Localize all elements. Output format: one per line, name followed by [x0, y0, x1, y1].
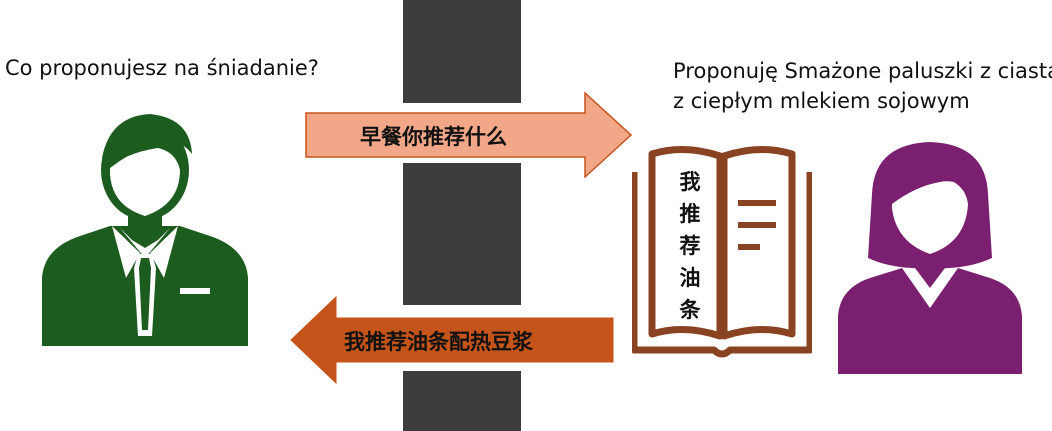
wall-segment-middle	[403, 163, 521, 305]
woman-avatar-icon	[838, 142, 1022, 374]
wall-segment-top	[403, 0, 521, 103]
man-avatar-icon	[42, 114, 248, 346]
wall-segment-bottom	[403, 371, 521, 431]
reply-arrow-shape	[290, 296, 614, 384]
book-char-5: 条	[679, 298, 701, 322]
answer-line-2: z ciepłym mlekiem sojowym	[673, 89, 970, 113]
request-arrow-shape	[305, 92, 633, 178]
answer-line-1: Proponuję Smażone paluszki z ciasta	[673, 59, 1052, 83]
book-char-2: 推	[679, 202, 701, 226]
reply-arrow-label: 我推荐油条配热豆浆	[344, 330, 533, 354]
reply-arrow	[290, 296, 614, 384]
book-char-1: 我	[679, 170, 701, 194]
request-arrow-label: 早餐你推荐什么	[360, 125, 507, 149]
book-text: 我 推 荐 油 条	[668, 166, 712, 326]
book-char-3: 荐	[679, 234, 701, 258]
book-char-4: 油	[679, 266, 701, 290]
answer-text: Proponuję Smażone paluszki z ciasta z ci…	[673, 56, 1052, 116]
request-arrow	[305, 92, 633, 178]
question-text: Co proponujesz na śniadanie?	[5, 56, 319, 80]
book-icon	[632, 145, 812, 358]
